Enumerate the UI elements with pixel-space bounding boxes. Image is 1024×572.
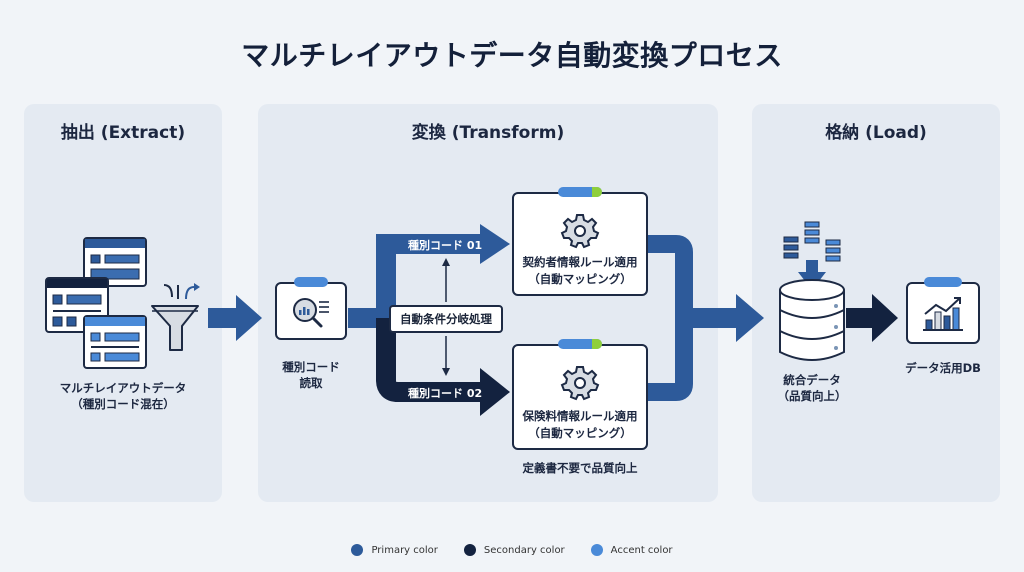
premium-rule-subtitle: （自動マッピング） (528, 426, 632, 440)
merge-path (648, 235, 693, 401)
source-data-label: マルチレイアウトデータ （種別コード混在） (24, 380, 222, 412)
integrated-data-label-line-2: （品質向上） (777, 389, 847, 403)
magnifier-chart-icon (293, 298, 329, 328)
code-reader-label-line-2: 読取 (299, 376, 323, 390)
extract-panel-title: 抽出 (Extract) (60, 123, 186, 143)
legend-label: Primary color (371, 544, 438, 556)
premium-rule-card: 保険料情報ルール適用 （自動マッピング） (512, 339, 648, 450)
diagram-title: マルチレイアウトデータ自動変換プロセス (241, 39, 783, 72)
contractor-rule-title: 契約者情報ルール適用 (522, 255, 638, 269)
route-01-path (348, 234, 482, 328)
route-02-label: 種別コード 02 (408, 387, 483, 400)
legend-label: Accent color (610, 544, 673, 556)
growth-chart-icon (923, 297, 963, 331)
route-02-path (376, 318, 482, 402)
auto-branch-box: 自動条件分岐処理 (389, 305, 503, 333)
multi-layout-documents-icon (45, 237, 147, 369)
primary-color-swatch (351, 544, 364, 556)
source-data-label-line-2: （種別コード混在） (71, 397, 175, 411)
transform-to-load-arrow (684, 294, 764, 342)
quality-note: 定義書不要で品質向上 (522, 461, 638, 475)
source-data-label-line-1: マルチレイアウトデータ (59, 381, 187, 395)
legend-item-accent: Accent color (590, 544, 673, 556)
code-reader-card (275, 277, 347, 340)
contractor-rule-card: 契約者情報ルール適用 （自動マッピング） (512, 187, 648, 296)
filter-funnel-icon (151, 283, 200, 351)
extract-to-transform-arrow (208, 295, 262, 341)
accent-color-swatch (590, 544, 603, 556)
analytics-db-label: データ活用DB (905, 361, 981, 375)
legend-item-secondary: Secondary color (463, 544, 565, 556)
db-to-target-arrow (846, 294, 898, 342)
contractor-rule-subtitle: （自動マッピング） (528, 272, 632, 286)
integrated-data-label-line-1: 統合データ (783, 373, 841, 387)
route-01-label: 種別コード 01 (408, 239, 483, 252)
database-icon (779, 279, 845, 361)
gear-icon (560, 214, 600, 249)
color-legend: Primary color Secondary color Accent col… (0, 544, 1024, 556)
data-blocks-icon (783, 221, 841, 290)
premium-rule-title: 保険料情報ルール適用 (522, 409, 638, 423)
legend-label: Secondary color (483, 544, 565, 556)
gear-icon (560, 366, 600, 401)
route-01-arrowhead (480, 224, 510, 264)
load-panel-title: 格納 (Load) (825, 123, 927, 143)
secondary-color-swatch (463, 544, 476, 556)
integrated-data-label: 統合データ （品質向上） (762, 372, 862, 404)
legend-item-primary: Primary color (351, 544, 438, 556)
code-reader-label-line-1: 種別コード (282, 360, 340, 374)
code-reader-label: 種別コード 読取 (261, 359, 361, 391)
route-02-arrowhead (480, 368, 510, 416)
transform-panel-title: 変換 (Transform) (411, 123, 565, 143)
analytics-db-card (906, 277, 980, 344)
